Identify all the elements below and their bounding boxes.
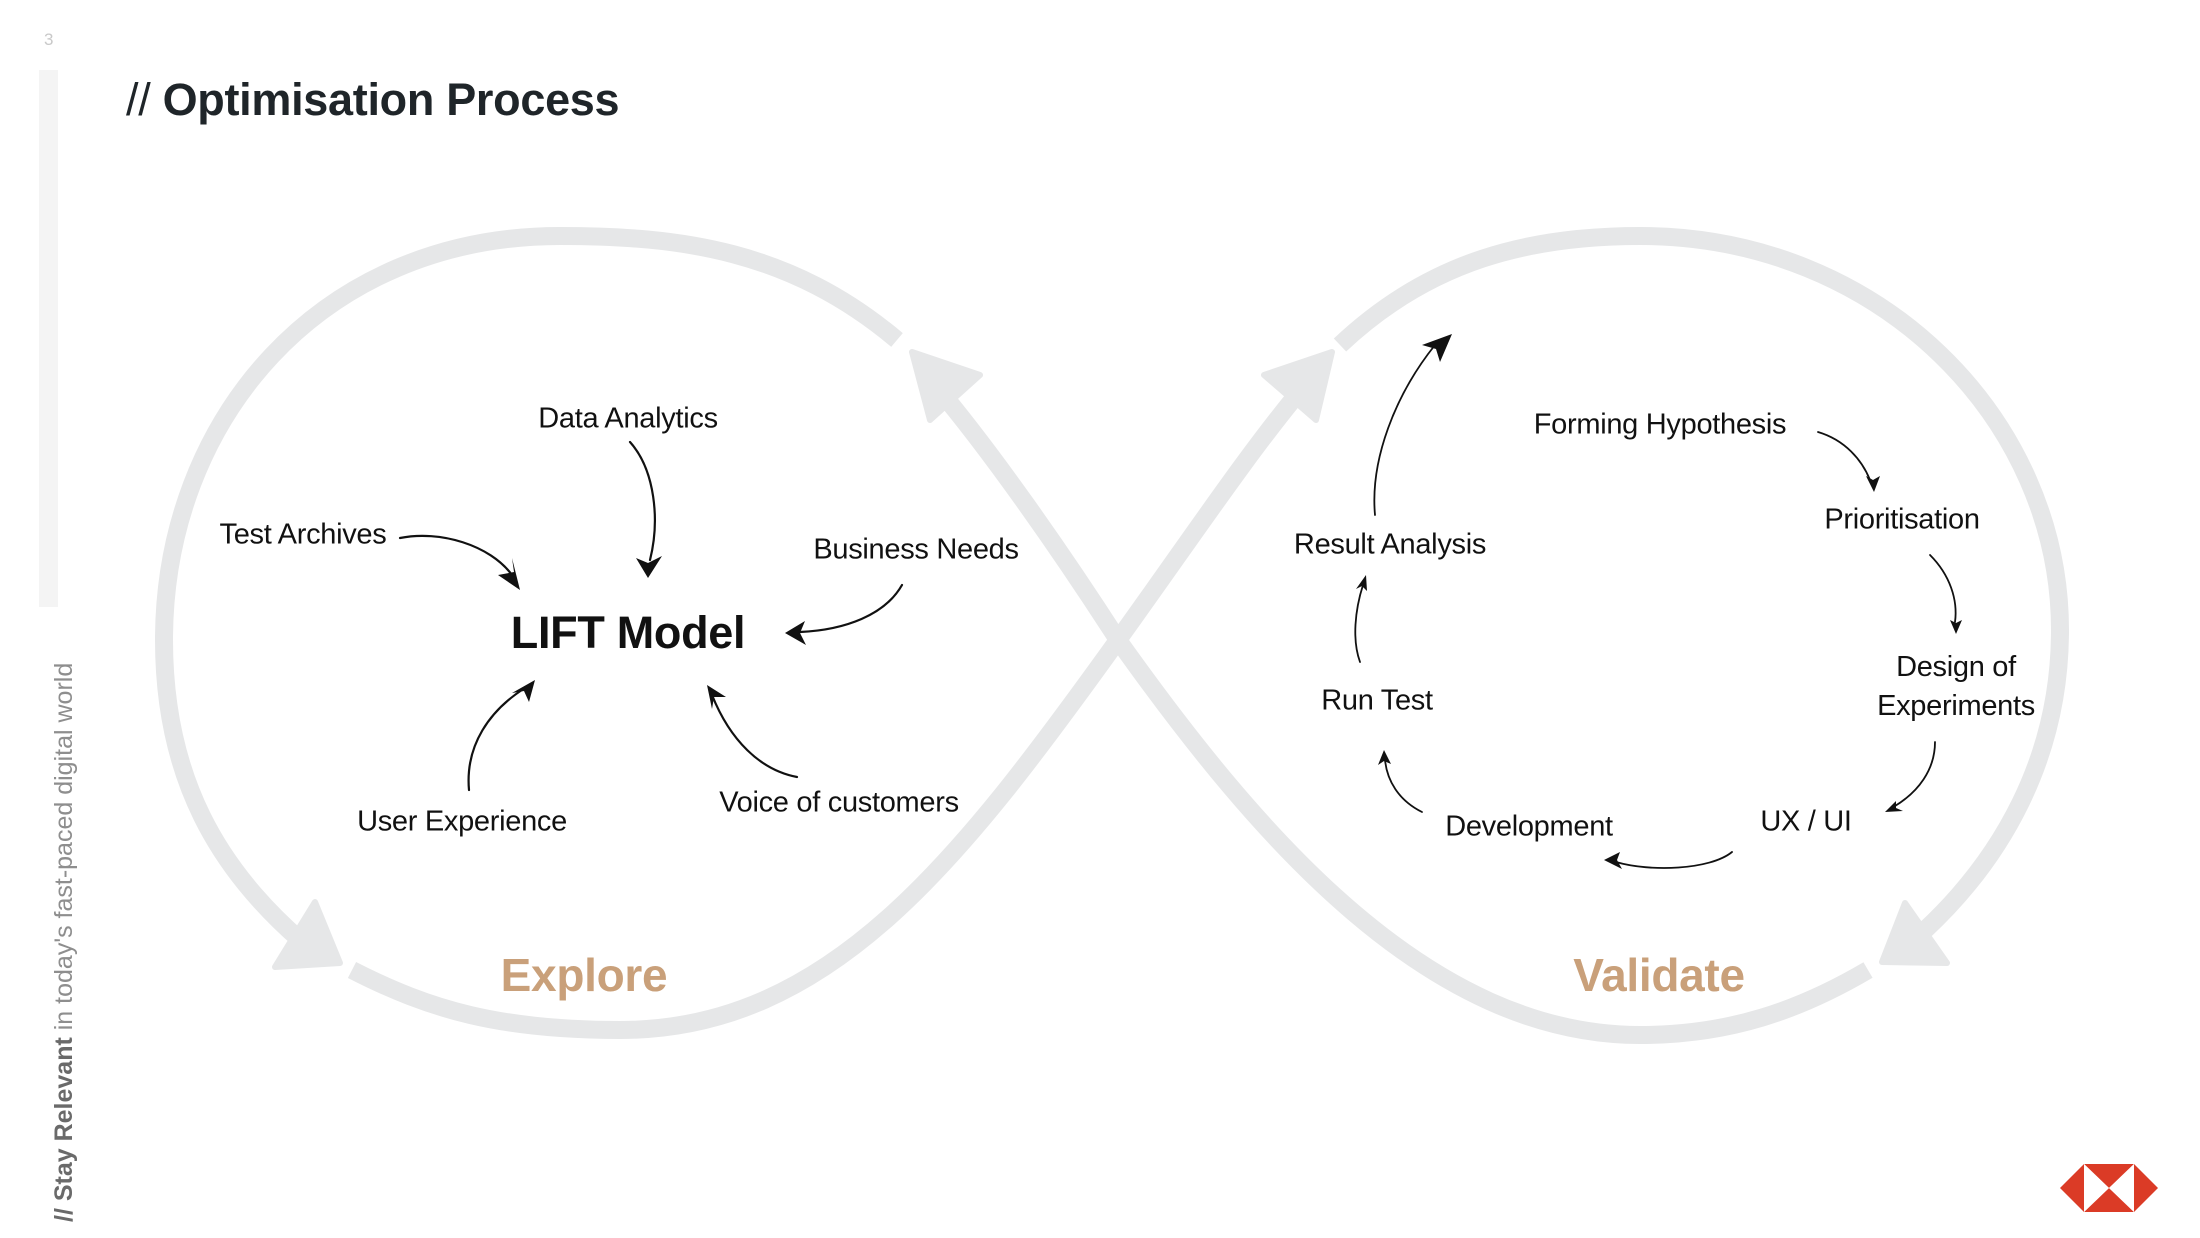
explore-phase-label: Explore (500, 949, 668, 1001)
arrowhead-prioritisation-to-design (1950, 620, 1962, 634)
input-test-archives: Test Archives (219, 518, 387, 551)
arrowhead-data-analytics (636, 556, 662, 578)
arrow-result-to-top (1373, 344, 1436, 516)
sidebar-accent-bar (39, 70, 58, 607)
big-arrowhead-right-top (1261, 349, 1335, 423)
input-user-experience: User Experience (357, 805, 567, 838)
arrow-test-archives (398, 534, 514, 577)
lift-model-label: LIFT Model (510, 607, 746, 658)
design-line-2: Experiments (1877, 690, 2035, 722)
step-development: Development (1445, 810, 1613, 843)
arrowhead-result-to-top (1422, 334, 1452, 362)
arrowhead-hypothesis-to-prioritisation (1866, 476, 1880, 492)
arrow-uxui-to-development (1615, 851, 1733, 869)
step-result-analysis: Result Analysis (1293, 528, 1487, 561)
loop-segment-left-outer (154, 226, 903, 947)
arrow-business-needs (798, 583, 904, 634)
big-arrowhead-right-bottom (1879, 900, 1950, 966)
design-line-1: Design of (1896, 651, 2016, 683)
arrow-runtest-to-result (1354, 584, 1364, 663)
arrow-prioritisation-to-design (1929, 554, 1957, 623)
input-business-needs: Business Needs (813, 533, 1019, 566)
step-ux-ui: UX / UI (1760, 805, 1852, 838)
arrowhead-test-archives (498, 558, 520, 590)
input-data-analytics: Data Analytics (538, 402, 718, 435)
hexagon-logo-icon (2060, 1164, 2158, 1212)
page-number: 3 (44, 30, 54, 49)
arrow-user-experience (467, 686, 527, 792)
arrow-design-to-uxui (1894, 741, 1936, 807)
arrow-hypothesis-to-prioritisation (1817, 431, 1871, 481)
loop-segment-right-outer (1333, 226, 2070, 937)
big-arrowhead-left-bottom (272, 899, 343, 970)
arrowhead-development-to-runtest (1378, 750, 1391, 765)
title-prefix: // (126, 74, 151, 125)
input-voice-of-customers: Voice of customers (719, 786, 959, 819)
loop-segment-right-bottom (1110, 634, 1873, 1045)
step-prioritisation: Prioritisation (1824, 503, 1980, 536)
step-design-of-experiments: Design of Experiments (1877, 648, 2035, 726)
arrow-data-analytics (628, 440, 656, 562)
arrowhead-runtest-to-result (1356, 575, 1367, 591)
arrowhead-voice-of-customers (707, 685, 726, 709)
arrowhead-design-to-uxui (1885, 801, 1903, 812)
big-arrowhead-left-top (909, 349, 983, 423)
arrowhead-business-needs (785, 621, 806, 645)
arrow-development-to-runtest (1384, 759, 1423, 813)
arrowhead-uxui-to-development (1604, 852, 1622, 869)
page-title: // Optimisation Process (126, 74, 620, 126)
step-forming-hypothesis: Forming Hypothesis (1533, 408, 1787, 441)
title-text: Optimisation Process (162, 74, 620, 125)
arrow-voice-of-customers (710, 693, 799, 779)
loop-segment-cross-to-left-top (928, 379, 1126, 645)
arrowhead-user-experience (512, 680, 535, 702)
step-run-test: Run Test (1321, 684, 1433, 717)
loop-segment-left-bottom (347, 379, 1312, 1040)
validate-phase-label: Validate (1573, 949, 1745, 1001)
